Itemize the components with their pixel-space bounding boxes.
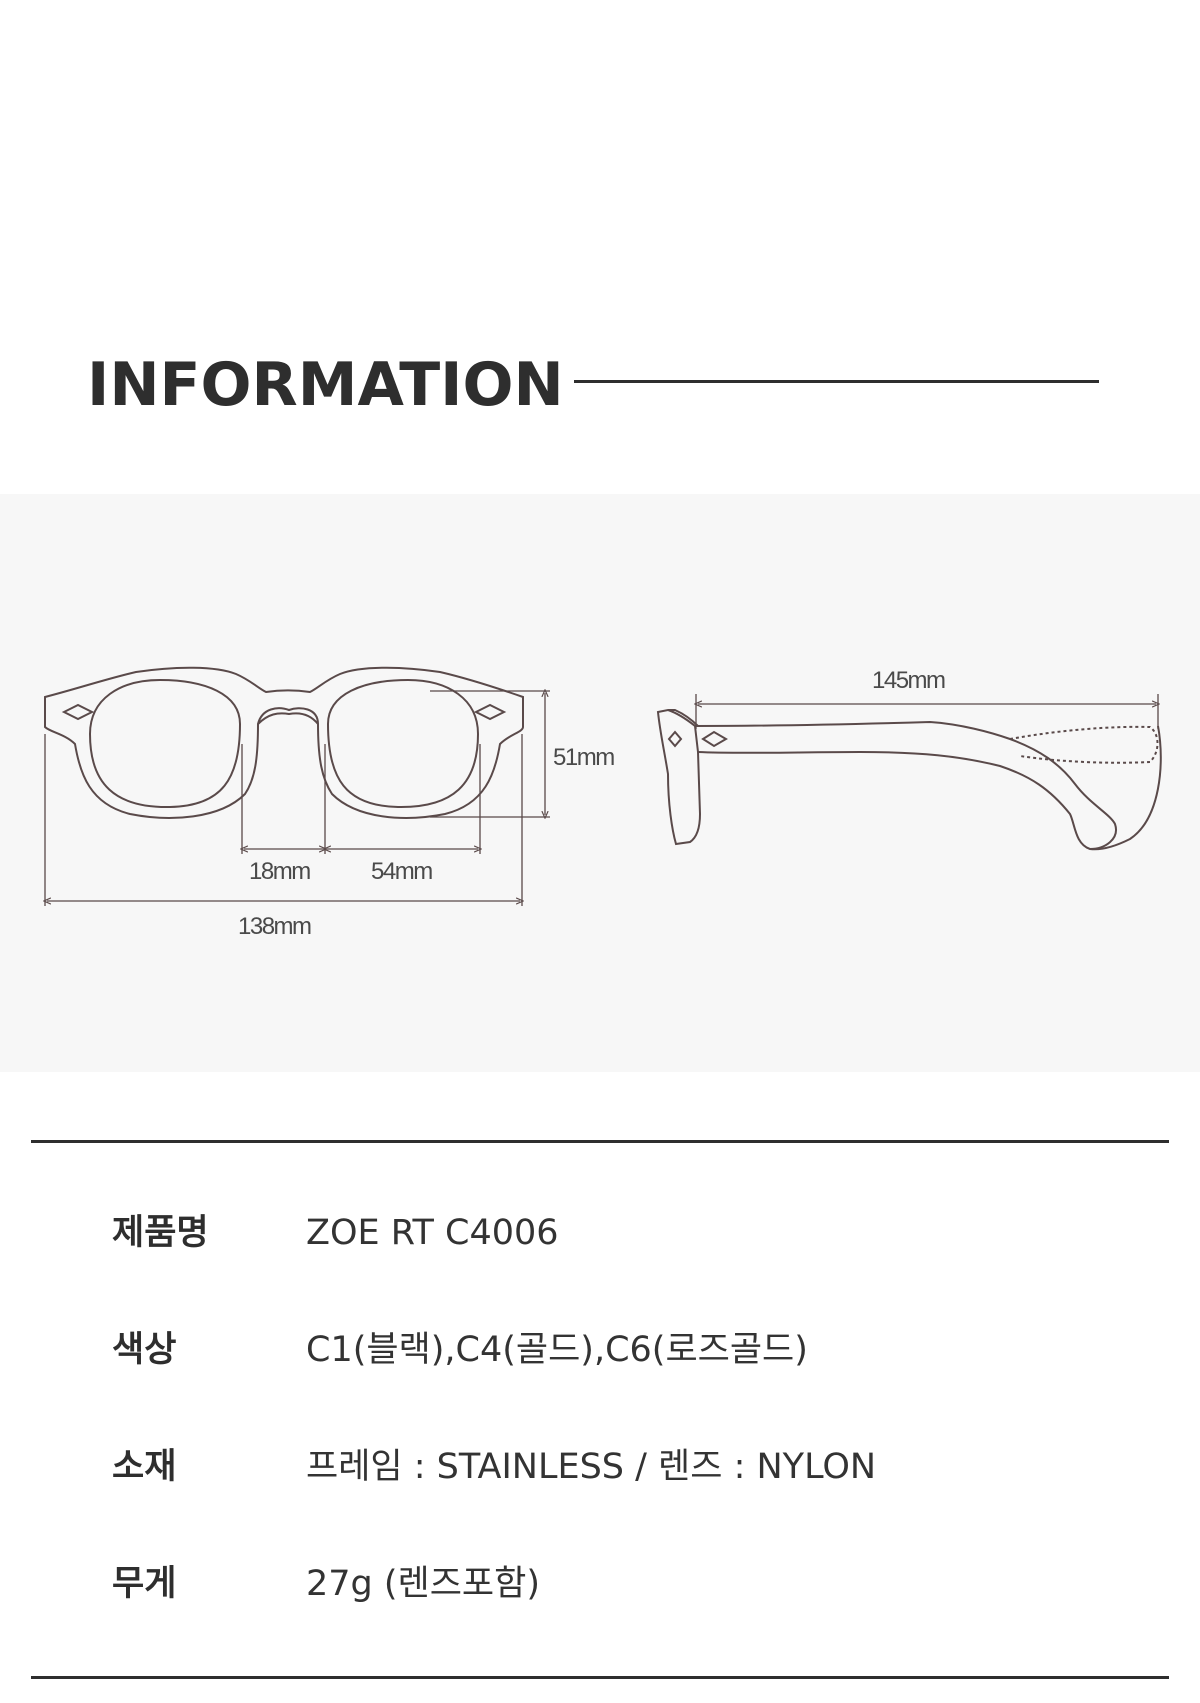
lens-width-label: 54mm xyxy=(371,858,432,885)
spec-row-material: 소재 프레임 : STAINLESS / 렌즈 : NYLON xyxy=(0,1437,1200,1497)
spec-label: 색상 xyxy=(112,1330,177,1370)
spec-table-top-border xyxy=(31,1140,1169,1143)
size-diagram-panel: 51mm 18mm 54mm 138mm 145mm xyxy=(0,494,1200,1072)
spec-value: 프레임 : STAINLESS / 렌즈 : NYLON xyxy=(306,1447,877,1487)
bridge-width-label: 18mm xyxy=(249,858,310,885)
left-lens xyxy=(88,678,242,809)
spec-label: 소재 xyxy=(112,1447,177,1487)
glasses-dimension-diagram: 51mm 18mm 54mm 138mm 145mm xyxy=(0,666,1162,940)
side-view-illustration xyxy=(656,708,1162,851)
spec-value: C1(블랙),C4(골드),C6(로즈골드) xyxy=(306,1330,808,1370)
left-rivet-icon xyxy=(61,703,95,721)
front-view-illustration xyxy=(44,666,524,819)
spec-value: ZOE RT C4006 xyxy=(306,1213,559,1253)
spec-value: 27g (렌즈포함) xyxy=(306,1564,540,1604)
lens-height-label: 51mm xyxy=(553,744,614,771)
spec-label: 제품명 xyxy=(112,1213,209,1253)
spec-row-product-name: 제품명 ZOE RT C4006 xyxy=(0,1203,1200,1263)
spec-row-color: 색상 C1(블랙),C4(골드),C6(로즈골드) xyxy=(0,1320,1200,1380)
temple-rivet-icon xyxy=(701,730,728,748)
total-width-label: 138mm xyxy=(238,913,311,940)
spec-table-bottom-border xyxy=(31,1676,1169,1679)
title-divider xyxy=(574,380,1099,383)
right-rivet-icon xyxy=(473,703,507,721)
right-lens xyxy=(326,678,480,809)
spec-row-weight: 무게 27g (렌즈포함) xyxy=(0,1554,1200,1614)
temple-length-label: 145mm xyxy=(872,667,945,694)
spec-label: 무게 xyxy=(112,1564,177,1604)
section-title: INFORMATION xyxy=(87,350,564,420)
